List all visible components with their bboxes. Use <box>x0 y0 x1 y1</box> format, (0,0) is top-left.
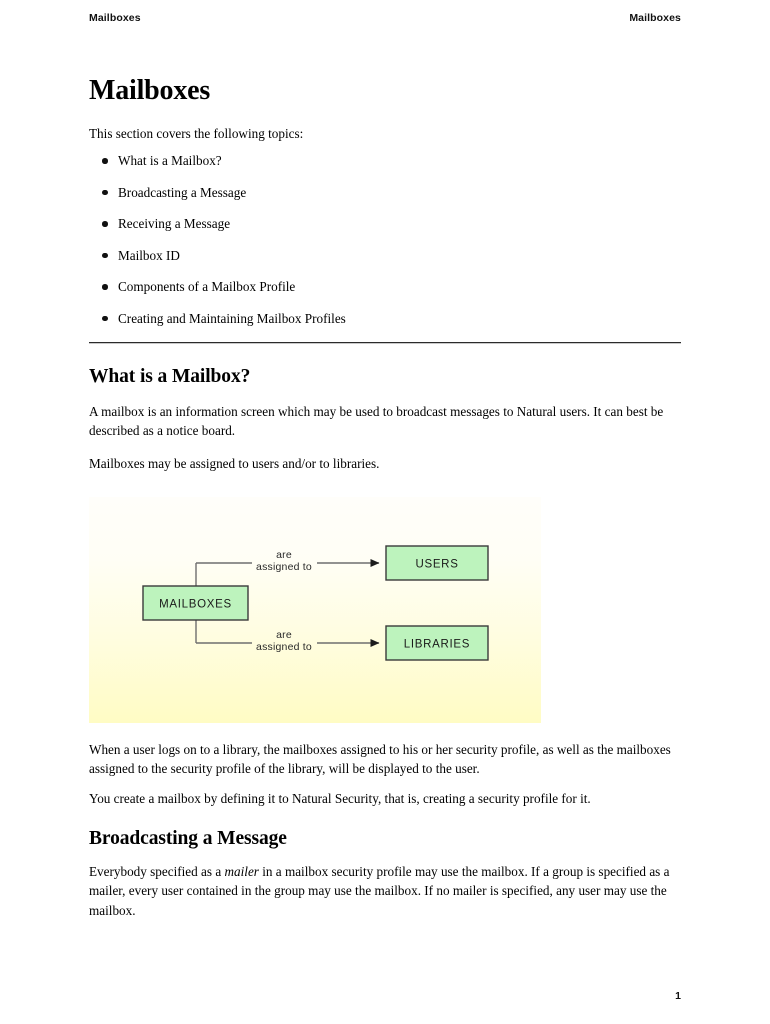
edge-label-libraries-line2: assigned to <box>256 641 312 653</box>
running-header: Mailboxes Mailboxes <box>89 12 681 24</box>
running-header-right: Mailboxes <box>629 12 681 24</box>
bullet-icon <box>102 158 108 164</box>
list-item-label: Components of a Mailbox Profile <box>118 279 296 295</box>
diagram-node-libraries-label: LIBRARIES <box>404 639 470 651</box>
paragraph-mailer-rules-part1: Everybody specified as a <box>89 864 225 879</box>
list-item[interactable]: Components of a Mailbox Profile <box>89 278 681 310</box>
running-header-left: Mailboxes <box>89 12 141 24</box>
edge-label-users-line2: assigned to <box>256 561 312 573</box>
bullet-icon <box>102 189 108 196</box>
mailbox-assignment-diagram: are assigned to are assigned to MAILBOXE… <box>89 497 541 723</box>
list-item-label: Mailbox ID <box>118 247 180 263</box>
list-item[interactable]: Mailbox ID <box>89 247 681 279</box>
topic-list: What is a Mailbox? Broadcasting a Messag… <box>89 152 681 342</box>
list-item[interactable]: What is a Mailbox? <box>89 152 681 184</box>
list-item[interactable]: Creating and Maintaining Mailbox Profile… <box>89 310 681 342</box>
paragraph-mailer-emphasis: mailer <box>224 864 259 879</box>
list-item-label: What is a Mailbox? <box>118 153 222 168</box>
diagram-node-mailboxes-label: MAILBOXES <box>159 599 232 611</box>
diagram-node-libraries: LIBRARIES <box>385 625 489 661</box>
paragraph-mailbox-definition: A mailbox is an information screen which… <box>89 404 664 439</box>
bullet-icon <box>102 252 108 259</box>
bullet-icon <box>102 284 108 290</box>
edge-label-users-line1: are <box>276 549 292 561</box>
intro-text: This section covers the following topics… <box>89 126 304 141</box>
list-item-label: Broadcasting a Message <box>118 184 247 200</box>
edge-mailboxes-to-users: are assigned to <box>256 549 380 573</box>
diagram-node-users: USERS <box>385 545 489 581</box>
paragraph-mailbox-assignment: Mailboxes may be assigned to users and/o… <box>89 456 380 471</box>
edge-mailboxes-to-libraries: are assigned to <box>256 629 380 653</box>
section-heading-what-is-a-mailbox: What is a Mailbox? <box>89 366 251 387</box>
page-number: 1 <box>675 990 681 1002</box>
edge-label-libraries-line1: are <box>276 629 292 641</box>
page-title: Mailboxes <box>89 75 211 106</box>
paragraph-mailer-rules: Everybody specified as a mailer in a mai… <box>89 862 681 920</box>
diagram-node-mailboxes: MAILBOXES <box>142 585 249 621</box>
section-heading-broadcasting-a-message: Broadcasting a Message <box>89 828 287 849</box>
list-item-label: Receiving a Message <box>118 216 231 232</box>
paragraph-create-mailbox: You create a mailbox by defining it to N… <box>89 791 591 806</box>
list-item-label: Creating and Maintaining Mailbox Profile… <box>118 310 346 326</box>
bullet-icon <box>102 221 108 227</box>
paragraph-logon-behavior: When a user logs on to a library, the ma… <box>89 742 671 777</box>
list-item[interactable]: Broadcasting a Message <box>89 184 681 216</box>
paragraph-mailer-rules-part2: in a mailbox security profile may use th… <box>89 864 670 918</box>
section-divider <box>89 342 681 344</box>
list-item[interactable]: Receiving a Message <box>89 215 681 247</box>
bullet-icon <box>102 315 108 322</box>
diagram-node-users-label: USERS <box>415 559 458 571</box>
